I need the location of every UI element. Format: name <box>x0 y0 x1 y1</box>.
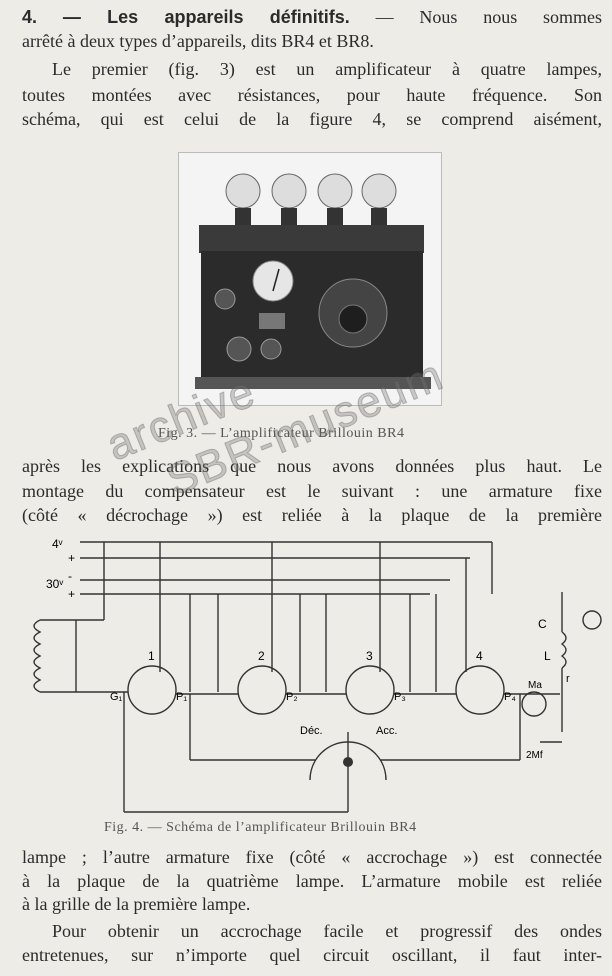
label-plus-2: + <box>68 587 75 601</box>
text-line: arrêté à deux types d’appareils, dits BR… <box>22 31 374 51</box>
text-line: après les explications que nous avons do… <box>22 456 602 476</box>
text-line: Pour obtenir un accrochage facile et pro… <box>52 921 602 941</box>
figure-4-caption: Fig. 4. — Schéma de l’amplificateur Bril… <box>104 820 417 835</box>
tube-4-label: 4 <box>476 649 483 663</box>
section-number: 4. <box>22 7 38 27</box>
figure-3-caption: Fig. 3. — L’amplificateur Brillouin BR4 <box>158 426 405 441</box>
label-p3: P₃ <box>394 691 406 703</box>
label-plus-1: + <box>68 551 75 565</box>
label-30v: 30ᵛ <box>46 577 63 591</box>
text-line: montage du compensateur est le suivant :… <box>22 481 602 501</box>
tube-3-label: 3 <box>366 649 373 663</box>
label-p2: P₂ <box>286 691 298 703</box>
amplifier-schematic: 4ᵛ 30ᵛ + + - 1 2 3 4 G₁ P₁ P₂ P₃ P₄ Déc.… <box>33 537 602 813</box>
label-acc: Acc. <box>376 725 397 737</box>
label-p1: P₁ <box>176 691 187 703</box>
label-minus: - <box>68 569 72 583</box>
section-heading-line: 4. — Les appareils définitifs. — Nous no… <box>22 6 602 28</box>
heading-rest: — Nous nous sommes <box>375 7 603 27</box>
label-dec: Déc. <box>300 725 323 737</box>
text-line: Le premier (fig. 3) est un amplificateur… <box>52 59 602 79</box>
label-4v: 4ᵛ <box>52 537 63 551</box>
label-2mf: 2Mf <box>526 750 543 761</box>
label-l: L <box>544 649 551 663</box>
label-r: r <box>566 673 570 685</box>
amplifier-illustration <box>179 153 441 405</box>
text-line: toutes montées avec résistances, pour ha… <box>22 85 602 105</box>
label-p4: P₄ <box>504 691 516 703</box>
text-line: entretenues, sur n’importe quel circuit … <box>22 945 602 965</box>
text-line: à la grille de la première lampe. <box>22 894 251 914</box>
text-line: (côté « décrochage ») est reliée à la pl… <box>22 505 602 525</box>
tube-1-label: 1 <box>148 649 155 663</box>
section-title: — Les appareils définitifs. <box>62 7 350 27</box>
label-c: C <box>538 617 547 631</box>
text-line: lampe ; l’autre armature fixe (côté « ac… <box>22 847 602 867</box>
label-ma: Mа <box>528 680 542 691</box>
amplifier-photo <box>178 152 442 406</box>
tube-2-label: 2 <box>258 649 265 663</box>
label-g1: G₁ <box>110 691 123 703</box>
text-line: à la plaque de la quatrième lampe. L’arm… <box>22 871 602 891</box>
text-line: schéma, qui est celui de la figure 4, se… <box>22 109 602 129</box>
